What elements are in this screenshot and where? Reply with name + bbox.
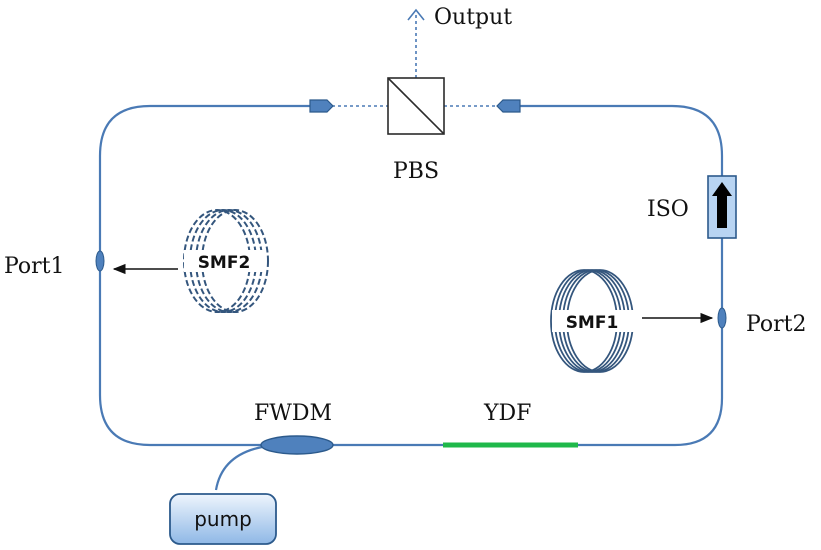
output-label: Output — [434, 5, 512, 30]
collimator-left — [309, 99, 334, 113]
smf2-label: SMF2 — [198, 253, 251, 273]
fiber-ring-right-top — [520, 104, 724, 176]
port1-label: Port1 — [4, 254, 65, 279]
fwdm-coupler — [260, 435, 334, 455]
smf1-label: SMF1 — [566, 313, 619, 333]
smf1-label-bg — [552, 310, 634, 332]
iso-label: ISO — [647, 197, 689, 222]
pump-box — [169, 493, 277, 545]
pbs-label: PBS — [393, 159, 439, 184]
smf2-label-bg — [184, 250, 264, 272]
port2-tap — [717, 307, 727, 329]
port1-tap — [95, 250, 105, 272]
pump-label: pump — [194, 507, 252, 531]
fiber-ring-left — [98, 104, 310, 447]
isolator-direction-arrow-icon — [712, 182, 732, 228]
isolator — [707, 175, 737, 239]
collimator-right — [496, 99, 521, 113]
output-arrow-icon — [407, 8, 425, 21]
ydf-label: YDF — [483, 401, 531, 426]
pump-fiber — [214, 445, 263, 491]
fiber-ring-bottom — [332, 238, 724, 447]
port2-label: Port2 — [746, 312, 807, 337]
fwdm-label: FWDM — [254, 401, 332, 426]
pbs-cube — [387, 77, 445, 135]
